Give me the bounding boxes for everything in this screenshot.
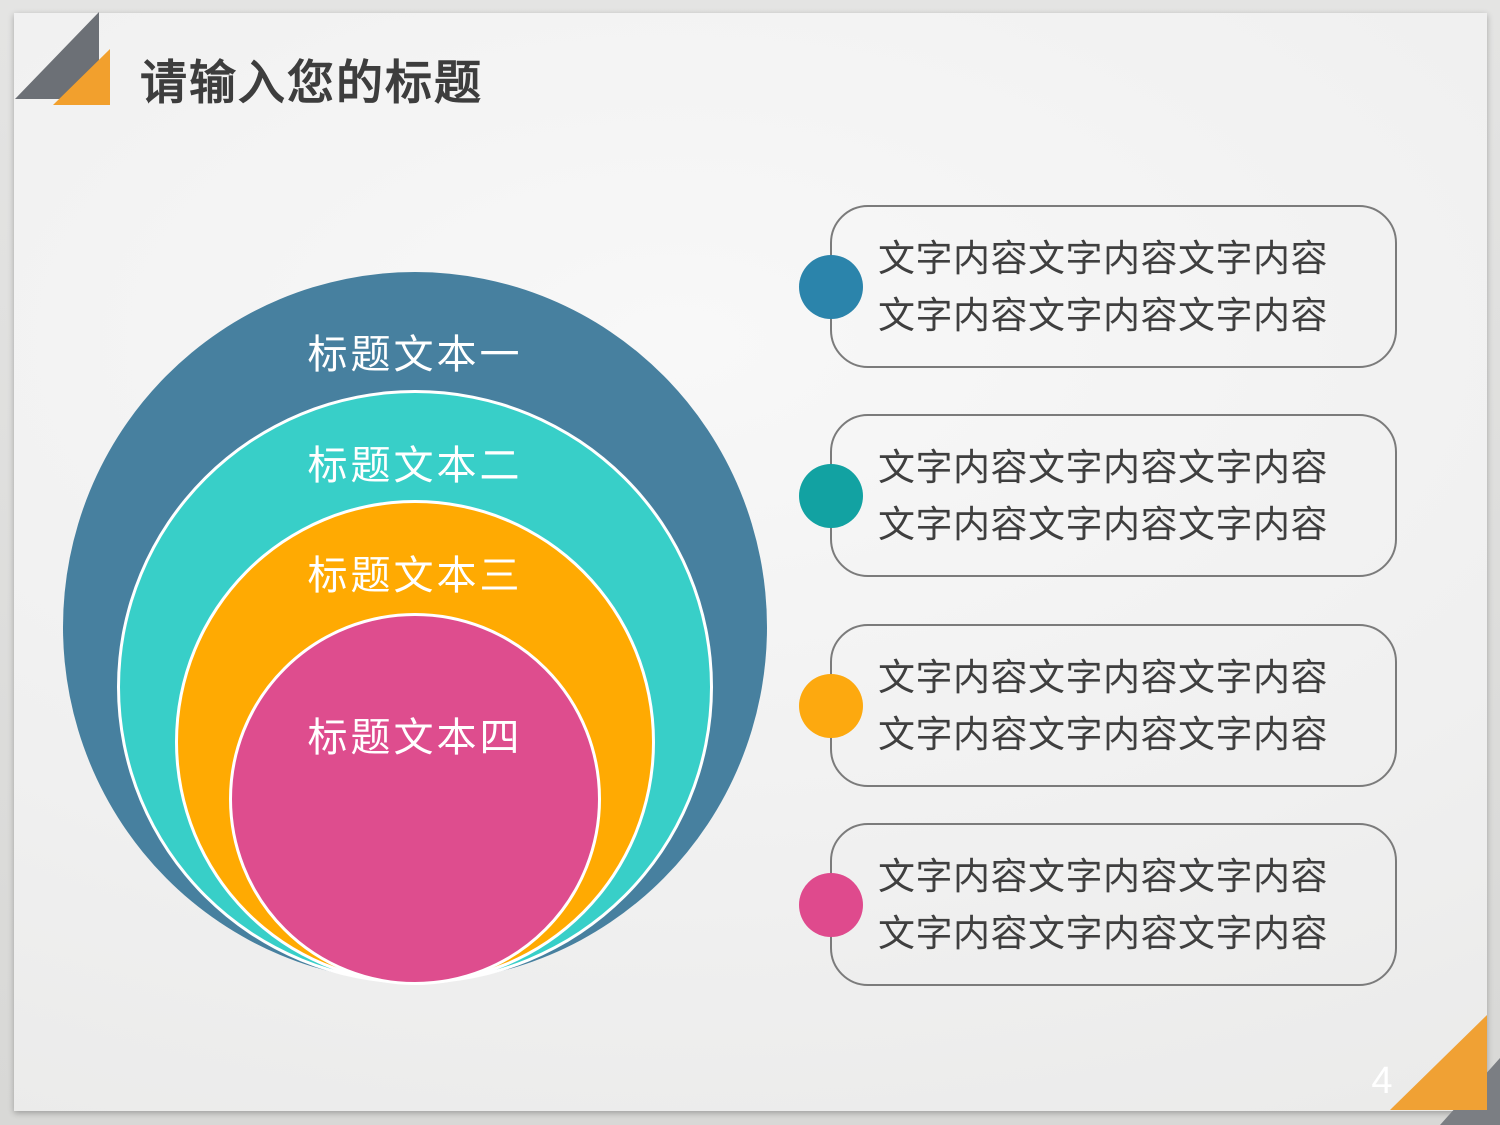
text-box-3-content: 文字内容文字内容文字内容 文字内容文字内容文字内容 (832, 626, 1395, 785)
text-line: 文字内容文字内容文字内容 (878, 237, 1328, 279)
text-box-2: 文字内容文字内容文字内容 文字内容文字内容文字内容 (799, 414, 1397, 577)
text-line: 文字内容文字内容文字内容 (878, 855, 1328, 897)
circle-level-1-label: 标题文本一 (307, 333, 523, 377)
text-line: 文字内容文字内容文字内容 (878, 446, 1328, 488)
text-line: 文字内容文字内容文字内容 (878, 656, 1328, 698)
bullet-dot-3 (799, 673, 863, 738)
text-box-1-content: 文字内容文字内容文字内容 文字内容文字内容文字内容 (832, 207, 1395, 366)
circle-level-3-label: 标题文本三 (307, 554, 523, 598)
text-line: 文字内容文字内容文字内容 (878, 912, 1328, 954)
bullet-dot-2 (799, 463, 863, 528)
page-number: 4 (1371, 1060, 1393, 1102)
circle-level-4-label: 标题文本四 (307, 716, 523, 760)
text-box-3: 文字内容文字内容文字内容 文字内容文字内容文字内容 (799, 624, 1397, 787)
circle-level-4: 标题文本四 (229, 613, 601, 985)
circle-level-2-label: 标题文本二 (307, 444, 523, 488)
text-line: 文字内容文字内容文字内容 (878, 713, 1328, 755)
text-box-2-content: 文字内容文字内容文字内容 文字内容文字内容文字内容 (832, 416, 1395, 575)
text-line: 文字内容文字内容文字内容 (878, 503, 1328, 545)
bullet-dot-1 (799, 254, 863, 319)
text-box-1: 文字内容文字内容文字内容 文字内容文字内容文字内容 (799, 205, 1397, 368)
text-line: 文字内容文字内容文字内容 (878, 294, 1328, 336)
text-box-4-content: 文字内容文字内容文字内容 文字内容文字内容文字内容 (832, 825, 1395, 984)
bullet-dot-4 (799, 872, 863, 937)
slide-title: 请输入您的标题 (140, 56, 483, 109)
text-box-4: 文字内容文字内容文字内容 文字内容文字内容文字内容 (799, 823, 1397, 986)
